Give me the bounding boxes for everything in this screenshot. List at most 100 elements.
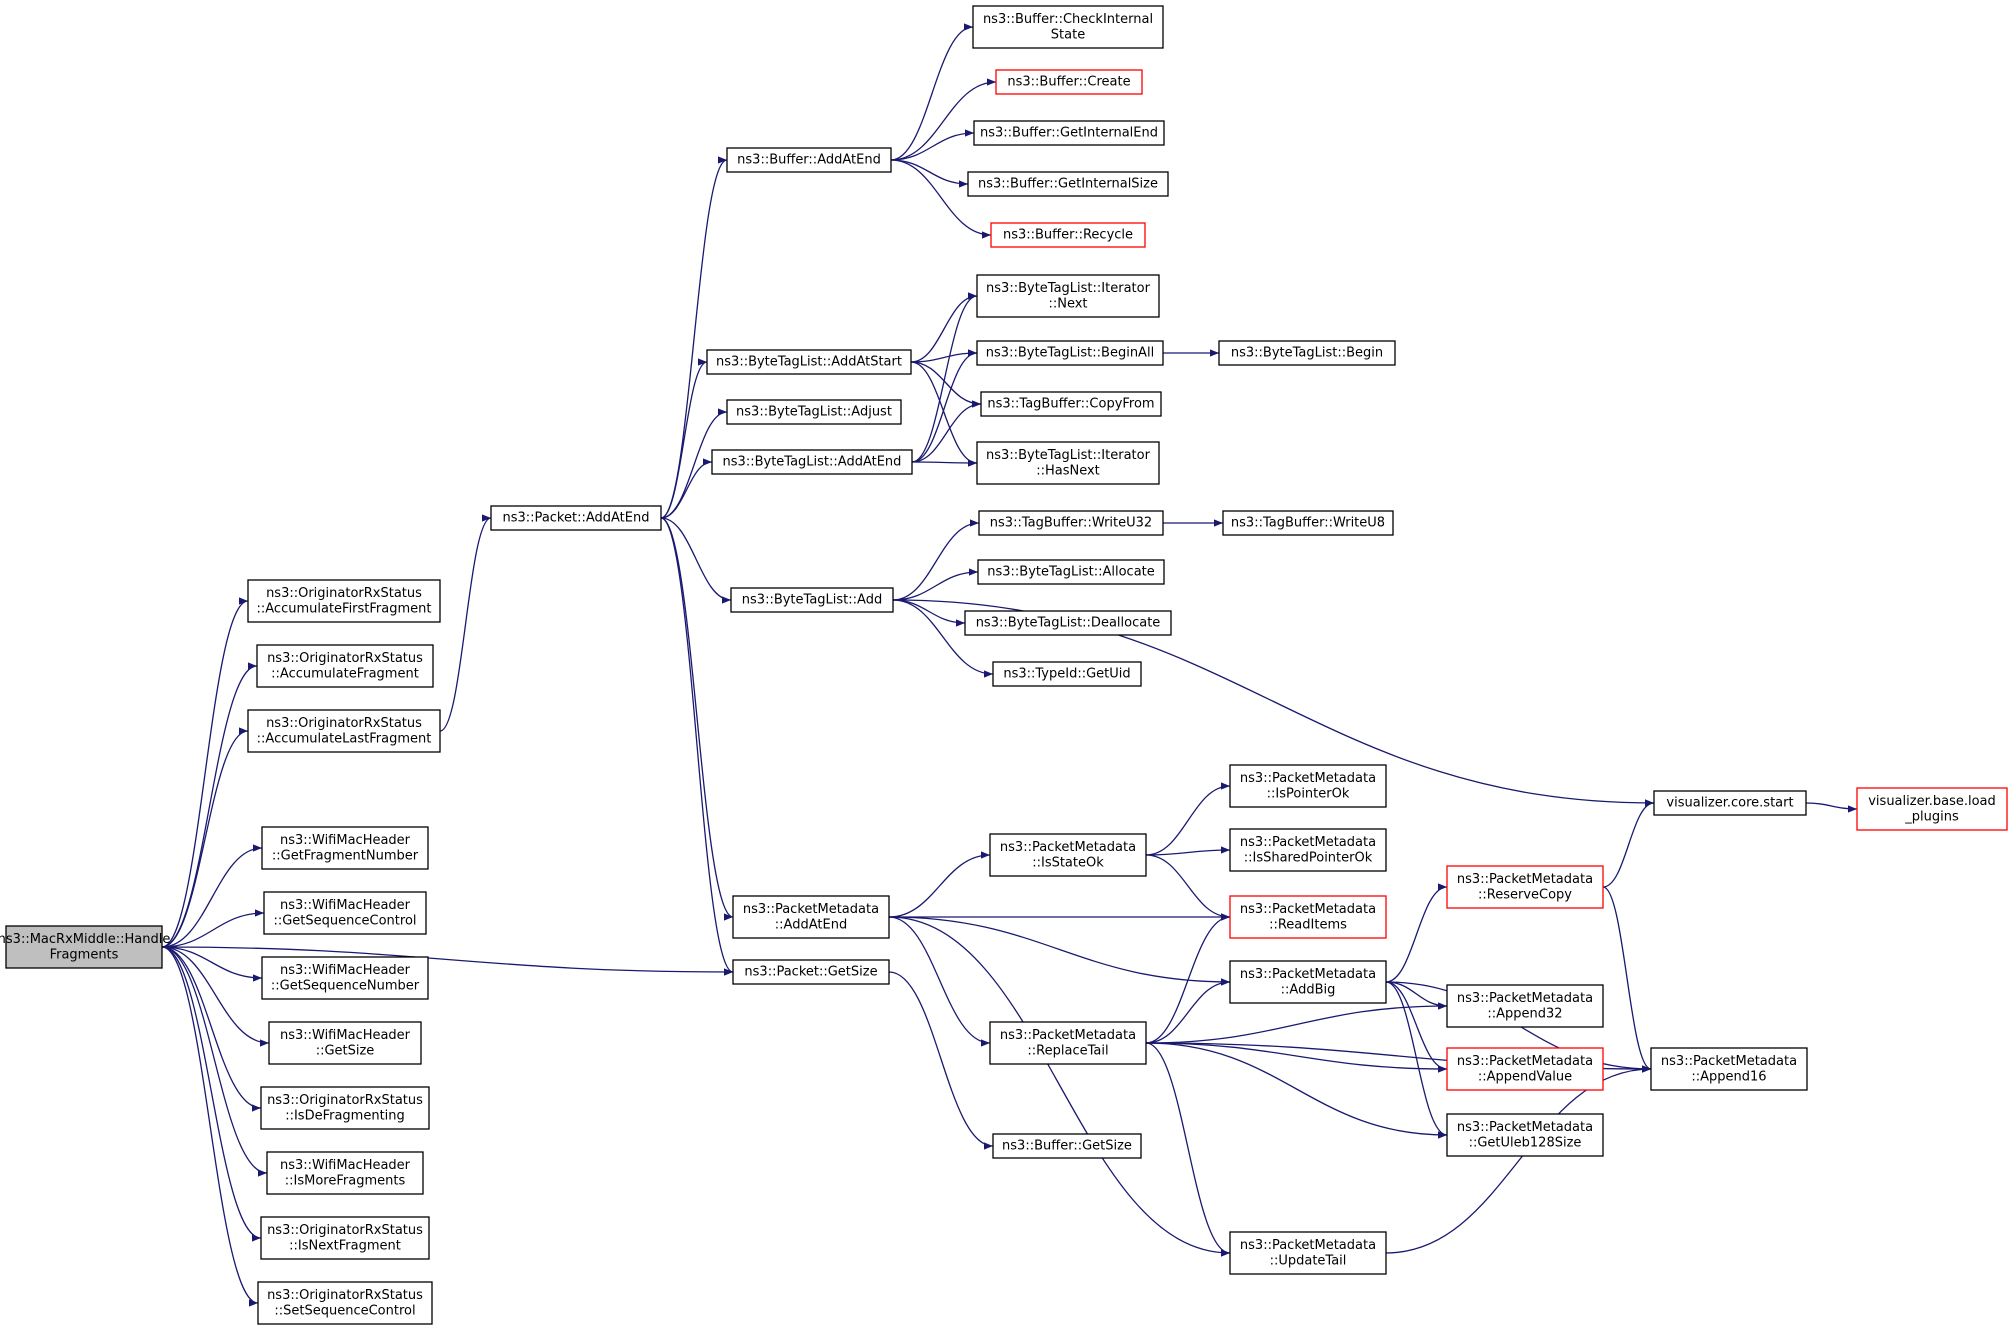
- node-label: ns3::PacketMetadata: [1000, 1028, 1136, 1043]
- edge: [1385, 981, 1448, 1139]
- node-box: [992, 1133, 1142, 1159]
- node-wgetsize[interactable]: ns3::WifiMacHeader::GetSize: [268, 1021, 422, 1065]
- node-btlalloc[interactable]: ns3::ByteTagList::Allocate: [977, 559, 1165, 585]
- node-vizload[interactable]: visualizer.base.load_plugins: [1856, 787, 2008, 831]
- node-box: [256, 644, 434, 688]
- node-pmisshared[interactable]: ns3::PacketMetadata::IsSharedPointerOk: [1229, 828, 1387, 872]
- node-pmreplacetail[interactable]: ns3::PacketMetadata::ReplaceTail: [989, 1021, 1147, 1065]
- node-label: ns3::Buffer::Recycle: [1003, 228, 1133, 243]
- node-bgetisize[interactable]: ns3::Buffer::GetInternalSize: [967, 171, 1169, 197]
- edge-btladdend-to-tbcopy: [911, 400, 982, 463]
- node-label: ::ReplaceTail: [1027, 1043, 1108, 1058]
- node-pmispointer[interactable]: ns3::PacketMetadata::IsPointerOk: [1229, 764, 1387, 808]
- node-label: ns3::ByteTagList::Adjust: [736, 405, 892, 420]
- node-pmappend32[interactable]: ns3::PacketMetadata::Append32: [1446, 984, 1604, 1028]
- edge-pmaddend-to-pmaddbig: [888, 916, 1231, 986]
- edge: [161, 946, 270, 1047]
- node-pmreaditems[interactable]: ns3::PacketMetadata::ReadItems: [1229, 895, 1387, 939]
- node-paddend[interactable]: ns3::Packet::AddAtEnd: [490, 505, 662, 531]
- edge-btladdstart-to-btlitnext: [910, 292, 978, 363]
- node-btladjust[interactable]: ns3::ByteTagList::Adjust: [726, 399, 902, 425]
- edge: [888, 971, 994, 1150]
- edge-root-to-oalast: [161, 727, 249, 948]
- node-label: ::IsDeFragmenting: [285, 1108, 405, 1123]
- node-oalast[interactable]: ns3::OriginatorRxStatus::AccumulateLastF…: [247, 709, 441, 753]
- edge-paddend-to-btladdstart: [660, 358, 708, 519]
- node-brecycle[interactable]: ns3::Buffer::Recycle: [990, 222, 1146, 248]
- node-box: [5, 925, 163, 969]
- edge: [890, 159, 969, 188]
- node-pmgetuleb[interactable]: ns3::PacketMetadata::GetUleb128Size: [1446, 1113, 1604, 1157]
- node-label: ns3::OriginatorRxStatus: [267, 1223, 423, 1238]
- node-wgetfrag[interactable]: ns3::WifiMacHeader::GetFragmentNumber: [261, 826, 429, 870]
- node-pmupdatetail[interactable]: ns3::PacketMetadata::UpdateTail: [1229, 1231, 1387, 1275]
- node-wgetseqc[interactable]: ns3::WifiMacHeader::GetSequenceControl: [263, 891, 427, 935]
- node-baddend[interactable]: ns3::Buffer::AddAtEnd: [726, 147, 892, 173]
- edge: [911, 400, 982, 463]
- node-pmappendvalue[interactable]: ns3::PacketMetadata::AppendValue: [1446, 1047, 1604, 1091]
- node-label: ns3::OriginatorRxStatus: [266, 586, 422, 601]
- node-pmaddend[interactable]: ns3::PacketMetadata::AddAtEnd: [732, 895, 890, 939]
- node-btlithasnext[interactable]: ns3::ByteTagList::Iterator::HasNext: [976, 441, 1160, 485]
- edge-root-to-oisnext: [161, 946, 262, 1242]
- node-bcreate[interactable]: ns3::Buffer::Create: [995, 69, 1143, 95]
- node-bgetsize[interactable]: ns3::Buffer::GetSize: [992, 1133, 1142, 1159]
- edge: [1145, 846, 1231, 856]
- node-btlbegin[interactable]: ns3::ByteTagList::Begin: [1218, 340, 1396, 366]
- node-box: [261, 826, 429, 870]
- node-oisdefrag[interactable]: ns3::OriginatorRxStatus::IsDeFragmenting: [260, 1086, 430, 1130]
- node-label: ns3::Packet::GetSize: [744, 965, 877, 980]
- node-btldealloc[interactable]: ns3::ByteTagList::Deallocate: [964, 610, 1172, 636]
- nodes-layer: ns3::MacRxMiddle::HandleFragmentsns3::Or…: [0, 5, 2008, 1325]
- edge-pmisstate-to-pmisshared: [1145, 846, 1231, 856]
- node-tbwriteu32[interactable]: ns3::TagBuffer::WriteU32: [978, 510, 1164, 536]
- node-wismore[interactable]: ns3::WifiMacHeader::IsMoreFragments: [266, 1151, 424, 1195]
- node-box: [732, 895, 890, 939]
- node-btladdstart[interactable]: ns3::ByteTagList::AddAtStart: [706, 349, 912, 375]
- node-pmisstate[interactable]: ns3::PacketMetadata::IsStateOk: [989, 833, 1147, 877]
- node-bgetiend[interactable]: ns3::Buffer::GetInternalEnd: [973, 120, 1165, 146]
- node-osetseq[interactable]: ns3::OriginatorRxStatus::SetSequenceCont…: [257, 1281, 433, 1325]
- node-label: ns3::WifiMacHeader: [280, 1158, 411, 1173]
- node-label: ::ReadItems: [1269, 917, 1347, 932]
- node-wgetseqn[interactable]: ns3::WifiMacHeader::GetSequenceNumber: [261, 956, 429, 1000]
- node-btladdend[interactable]: ns3::ByteTagList::AddAtEnd: [711, 449, 913, 475]
- edge-root-to-pgetsize: [161, 946, 734, 976]
- node-label: ns3::PacketMetadata: [1457, 872, 1593, 887]
- edge-pmaddend-to-pmupdatetail: [888, 916, 1231, 1257]
- node-label: ns3::PacketMetadata: [743, 902, 879, 917]
- node-oisnext[interactable]: ns3::OriginatorRxStatus::IsNextFragment: [260, 1216, 430, 1260]
- node-tbwriteu8[interactable]: ns3::TagBuffer::WriteU8: [1222, 510, 1394, 536]
- edge-baddend-to-brecycle: [890, 159, 992, 239]
- node-label: ns3::PacketMetadata: [1457, 1120, 1593, 1135]
- node-tidgetuid[interactable]: ns3::TypeId::GetUid: [992, 661, 1142, 687]
- node-label: ns3::ByteTagList::Add: [742, 593, 882, 608]
- node-oafirst[interactable]: ns3::OriginatorRxStatus::AccumulateFirst…: [247, 579, 441, 623]
- edge: [911, 459, 978, 467]
- node-box: [1856, 787, 2008, 831]
- edge: [161, 946, 262, 1242]
- node-label: ns3::ByteTagList::AddAtEnd: [723, 455, 902, 470]
- node-label: ::AccumulateFirstFragment: [257, 601, 432, 616]
- node-pmappend16[interactable]: ns3::PacketMetadata::Append16: [1650, 1047, 1808, 1091]
- edge-btladdstart-to-tbcopy: [910, 361, 982, 408]
- edge: [1145, 1042, 1231, 1257]
- node-label: ::Append32: [1487, 1006, 1562, 1021]
- node-pgetsize[interactable]: ns3::Packet::GetSize: [732, 959, 890, 985]
- node-pmaddbig[interactable]: ns3::PacketMetadata::AddBig: [1229, 960, 1387, 1004]
- node-pmreserve[interactable]: ns3::PacketMetadata::ReserveCopy: [1446, 865, 1604, 909]
- edge-root-to-oisdefrag: [161, 946, 262, 1112]
- node-btladd[interactable]: ns3::ByteTagList::Add: [730, 587, 894, 613]
- edge-pmupdatetail-to-pmappend16: [1385, 1065, 1652, 1254]
- edge: [910, 292, 978, 363]
- node-vizstart[interactable]: visualizer.core.start: [1653, 790, 1807, 816]
- node-label: ns3::ByteTagList::BeginAll: [986, 346, 1154, 361]
- node-btlitnext[interactable]: ns3::ByteTagList::Iterator::Next: [976, 274, 1160, 318]
- node-oafrag[interactable]: ns3::OriginatorRxStatus::AccumulateFragm…: [256, 644, 434, 688]
- node-btlbeginall[interactable]: ns3::ByteTagList::BeginAll: [976, 340, 1164, 366]
- node-tbcopy[interactable]: ns3::TagBuffer::CopyFrom: [980, 391, 1162, 417]
- edge-btladd-to-tidgetuid: [892, 599, 994, 678]
- node-box: [1222, 510, 1394, 536]
- node-label: ns3::TagBuffer::WriteU8: [1231, 516, 1385, 531]
